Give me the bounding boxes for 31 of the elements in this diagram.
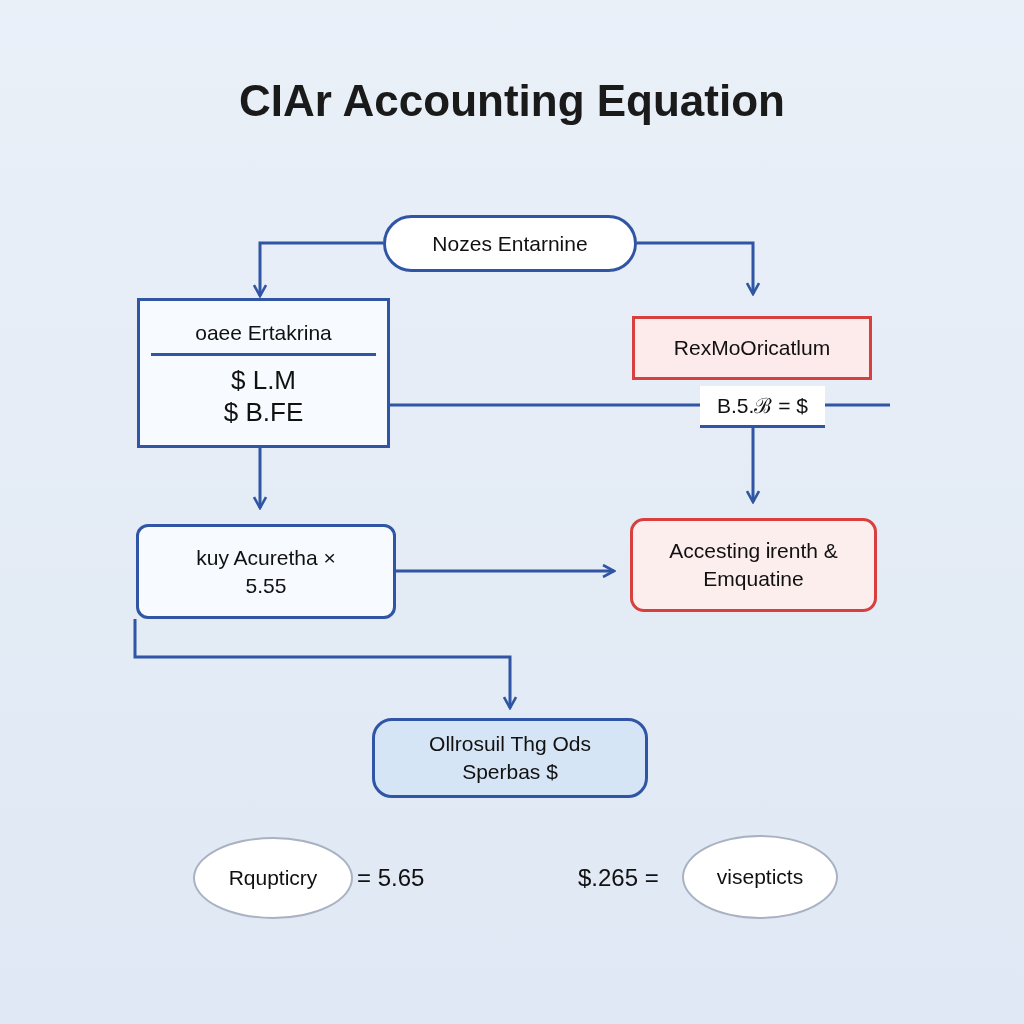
diagram-title: CIAr Accounting Equation <box>238 75 786 127</box>
start-pill <box>383 215 637 272</box>
node-label: oaee Ertakrina <box>195 319 332 346</box>
arrow <box>133 619 518 710</box>
node-text: Sperbas $ <box>462 759 558 785</box>
side-label: $.265 = <box>578 863 659 893</box>
arrow <box>396 563 616 579</box>
formula-tag <box>700 386 825 428</box>
connector-line <box>390 403 700 407</box>
node-label: Ollrosuil Thg Ods <box>429 731 591 757</box>
node-label: Accesting Ꭵrenth & Emquatine <box>668 538 839 592</box>
process-box <box>136 524 396 619</box>
arrow <box>252 448 268 510</box>
arrow <box>745 428 761 504</box>
node-text: $ L.M <box>231 363 296 396</box>
arrow <box>637 241 761 296</box>
process-box <box>630 518 877 612</box>
process-box <box>632 316 872 380</box>
process-box <box>137 298 390 448</box>
node-label: Rqupticry <box>228 865 318 891</box>
node-text: 5.55 <box>245 572 287 599</box>
node-label: RexMoOricatlum <box>673 335 831 361</box>
node-label: kuy Acuretha × <box>196 544 336 571</box>
arrow <box>252 241 383 298</box>
node-text: $ B.FE <box>223 395 304 428</box>
connector-line <box>825 403 890 407</box>
node-label: visepticts <box>716 864 804 890</box>
node-label: B.5.ℬ = $ <box>717 392 808 419</box>
result-box <box>372 718 648 798</box>
node-label: Nozes Entarnine <box>432 230 588 257</box>
side-label: = 5.65 <box>357 863 425 893</box>
